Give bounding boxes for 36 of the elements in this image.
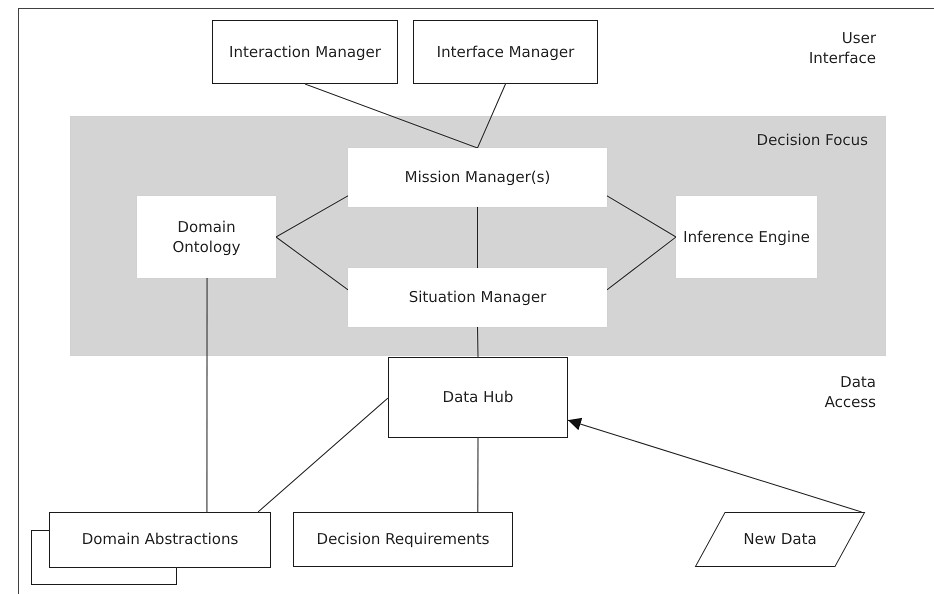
arrow: [568, 418, 862, 513]
multi-document-box: [31, 512, 271, 585]
process-box: [388, 357, 568, 438]
connector-line: [304, 83, 478, 149]
connector-line: [477, 438, 479, 512]
connector-line: [476, 207, 478, 268]
connector-line: [476, 327, 479, 357]
connector-line: [276, 236, 348, 290]
layer-label: User Interface: [808, 28, 876, 68]
node-text: Interface Manager: [436, 42, 576, 62]
node-text: Domain Abstractions: [80, 529, 240, 550]
focus-band: [70, 116, 886, 356]
node-text: Situation Manager: [408, 287, 548, 308]
process-box: [212, 20, 398, 84]
process-box: [293, 512, 513, 567]
node-text: Mission Manager(s): [404, 167, 552, 188]
node-text: Interaction Manager: [228, 42, 382, 62]
layer-label: Data Access: [824, 372, 876, 412]
data-parallelogram: [695, 512, 865, 567]
connector-line: [276, 195, 348, 238]
component-box: [676, 196, 817, 278]
band-title: Decision Focus: [756, 130, 868, 150]
connector-line: [606, 195, 676, 238]
component-box: [137, 196, 276, 278]
node-text: Decision Requirements: [316, 529, 490, 550]
connector-line: [206, 278, 208, 512]
node-text: New Data: [742, 529, 818, 550]
connector-line: [477, 84, 506, 148]
node-text: Domain Ontology: [171, 216, 242, 258]
component-box: [348, 148, 607, 207]
process-box: [413, 20, 598, 84]
node-text: Data Hub: [442, 387, 514, 408]
component-box: [348, 268, 607, 327]
connector-line: [606, 236, 676, 290]
connector-line: [258, 398, 388, 512]
node-text: Inference Engine: [682, 226, 811, 248]
